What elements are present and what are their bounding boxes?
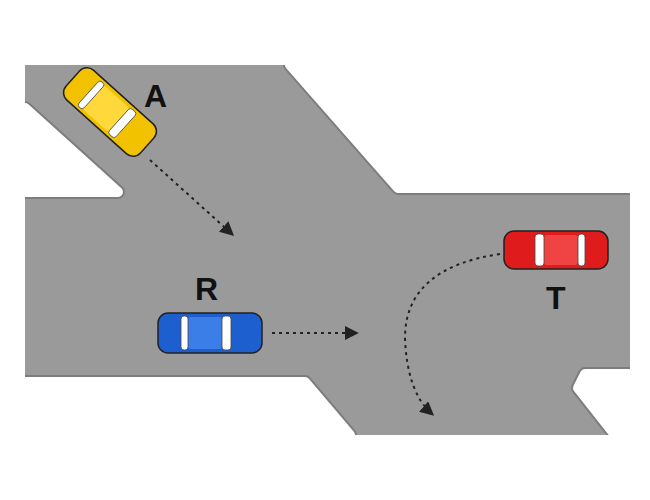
car-label: T: [546, 282, 566, 314]
road-surface: [25, 65, 630, 435]
travel-path: [150, 160, 500, 414]
car-a: [59, 64, 160, 161]
car-r: [158, 313, 262, 353]
kerbs: [25, 65, 630, 435]
car-label: R: [195, 273, 218, 305]
car-t: [504, 231, 608, 269]
car-label: A: [144, 80, 167, 112]
